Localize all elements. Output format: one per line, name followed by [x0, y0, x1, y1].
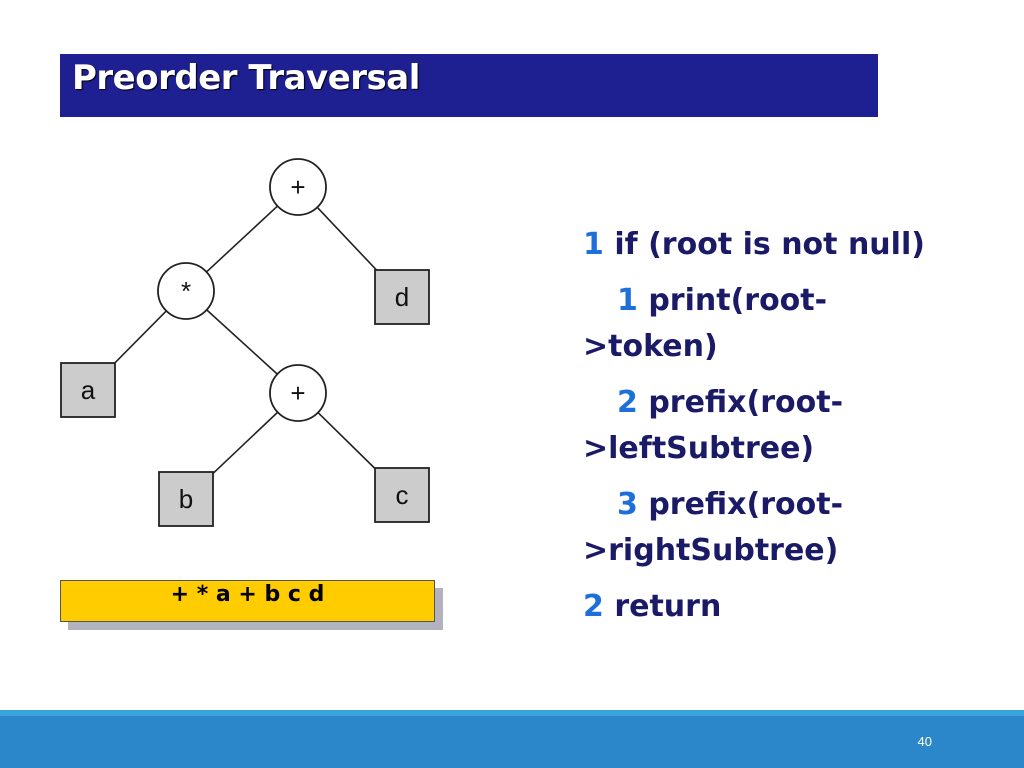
tree-node-shape — [269, 364, 327, 422]
code-text-cont: >rightSubtree) — [583, 533, 839, 568]
code-text: if (root is not null) — [603, 227, 925, 262]
page-number: 40 — [917, 734, 932, 749]
tree-node-shape — [374, 467, 430, 523]
pseudocode: 1 if (root is not null) 1 print(root- >t… — [583, 222, 993, 640]
tree-node-shape — [157, 262, 215, 320]
tree-edge — [209, 411, 279, 477]
tree-node: + — [269, 158, 327, 216]
tree-node-shape — [269, 158, 327, 216]
tree-edge — [206, 309, 278, 375]
line-number: 3 — [617, 487, 638, 522]
tree-node-label: d — [395, 282, 409, 312]
code-line-4: 3 prefix(root- >rightSubtree) — [583, 482, 993, 574]
footer-stripe — [0, 710, 1024, 716]
code-text: prefix(root- — [637, 385, 844, 420]
tree-edge — [317, 412, 379, 472]
code-line-2: 1 print(root- >token) — [583, 278, 993, 370]
tree-node: + — [269, 364, 327, 422]
tree-node-label: c — [396, 480, 409, 510]
tree-node: * — [157, 262, 215, 320]
slide-title: Preorder Traversal — [72, 58, 420, 98]
code-text: return — [603, 589, 722, 624]
tree-node-label: a — [81, 375, 96, 405]
code-line-3: 2 prefix(root- >leftSubtree) — [583, 380, 993, 472]
tree-node: c — [374, 467, 430, 523]
tree-node-shape — [158, 471, 214, 527]
tree-node: b — [158, 471, 214, 527]
tree-node-label: + — [290, 172, 305, 202]
tree-edge — [111, 310, 167, 367]
tree-node-shape — [60, 362, 116, 418]
title-bar: Preorder Traversal — [60, 54, 878, 117]
tree-edge — [205, 205, 279, 273]
tree-node-label: * — [181, 276, 191, 306]
code-line-1: 1 if (root is not null) — [583, 222, 993, 268]
expression-tree: + * d a + b c — [60, 158, 430, 527]
code-line-5: 2 return — [583, 584, 993, 630]
code-text: prefix(root- — [637, 487, 844, 522]
footer: 40 — [0, 716, 1024, 768]
line-number: 2 — [617, 385, 638, 420]
tree-node-label: + — [290, 378, 305, 408]
tree-node: d — [374, 269, 430, 325]
line-number: 2 — [583, 589, 604, 624]
tree-edge — [316, 206, 380, 274]
tree-node-label: b — [179, 484, 193, 514]
code-text: print(root- — [637, 283, 828, 318]
line-number: 1 — [617, 283, 638, 318]
tree-node: a — [60, 362, 116, 418]
line-number: 1 — [583, 227, 604, 262]
traversal-result: + * a + b c d — [60, 580, 435, 622]
code-text-cont: >token) — [583, 329, 718, 364]
code-text-cont: >leftSubtree) — [583, 431, 815, 466]
tree-node-shape — [374, 269, 430, 325]
